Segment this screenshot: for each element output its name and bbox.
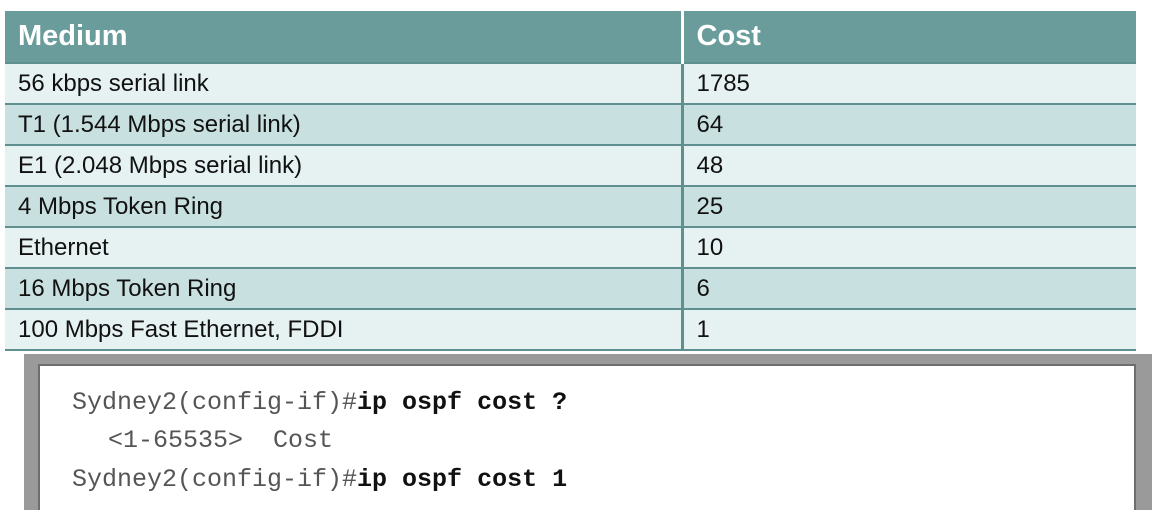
table-row: 16 Mbps Token Ring 6 <box>5 267 1136 309</box>
terminal-line: Sydney2(config-if)#ip ospf cost 1 <box>72 465 567 494</box>
header-medium: Medium <box>5 11 684 63</box>
cli-command: ip ospf cost ? <box>357 388 568 417</box>
medium-cell: 56 kbps serial link <box>5 62 684 104</box>
header-cost: Cost <box>682 11 1136 63</box>
cli-terminal: Sydney2(config-if)#ip ospf cost ? <1-655… <box>38 364 1136 510</box>
table-row: E1 (2.048 Mbps serial link) 48 <box>5 144 1136 186</box>
cost-cell: 10 <box>682 226 1136 268</box>
ospf-cost-table-wrapper: Medium Cost 56 kbps serial link 1785 T1 … <box>5 11 1136 351</box>
cost-cell: 1785 <box>682 62 1136 104</box>
table-row: 100 Mbps Fast Ethernet, FDDI 1 <box>5 308 1136 351</box>
table-row: T1 (1.544 Mbps serial link) 64 <box>5 103 1136 145</box>
medium-cell: 4 Mbps Token Ring <box>5 185 684 227</box>
table-header-row: Medium Cost <box>5 11 1136 63</box>
table-row: 4 Mbps Token Ring 25 <box>5 185 1136 227</box>
cli-command: ip ospf cost 1 <box>357 465 568 494</box>
table-row: Ethernet 10 <box>5 226 1136 268</box>
terminal-line: Sydney2(config-if)#ip ospf cost ? <box>72 388 567 417</box>
medium-cell: 100 Mbps Fast Ethernet, FDDI <box>5 308 684 351</box>
medium-cell: E1 (2.048 Mbps serial link) <box>5 144 684 186</box>
cli-help-output: <1-65535> Cost <box>108 426 334 455</box>
table-row: 56 kbps serial link 1785 <box>5 62 1136 104</box>
ospf-cost-table: Medium Cost 56 kbps serial link 1785 T1 … <box>5 11 1136 351</box>
medium-cell: 16 Mbps Token Ring <box>5 267 684 309</box>
cost-cell: 1 <box>682 308 1136 351</box>
medium-cell: T1 (1.544 Mbps serial link) <box>5 103 684 145</box>
cost-cell: 6 <box>682 267 1136 309</box>
terminal-frame: Sydney2(config-if)#ip ospf cost ? <1-655… <box>24 354 1152 510</box>
cost-cell: 48 <box>682 144 1136 186</box>
cost-cell: 25 <box>682 185 1136 227</box>
cli-prompt: Sydney2(config-if)# <box>72 465 358 494</box>
cost-cell: 64 <box>682 103 1136 145</box>
medium-cell: Ethernet <box>5 226 684 268</box>
terminal-line: <1-65535> Cost <box>108 426 333 455</box>
cli-prompt: Sydney2(config-if)# <box>72 388 358 417</box>
